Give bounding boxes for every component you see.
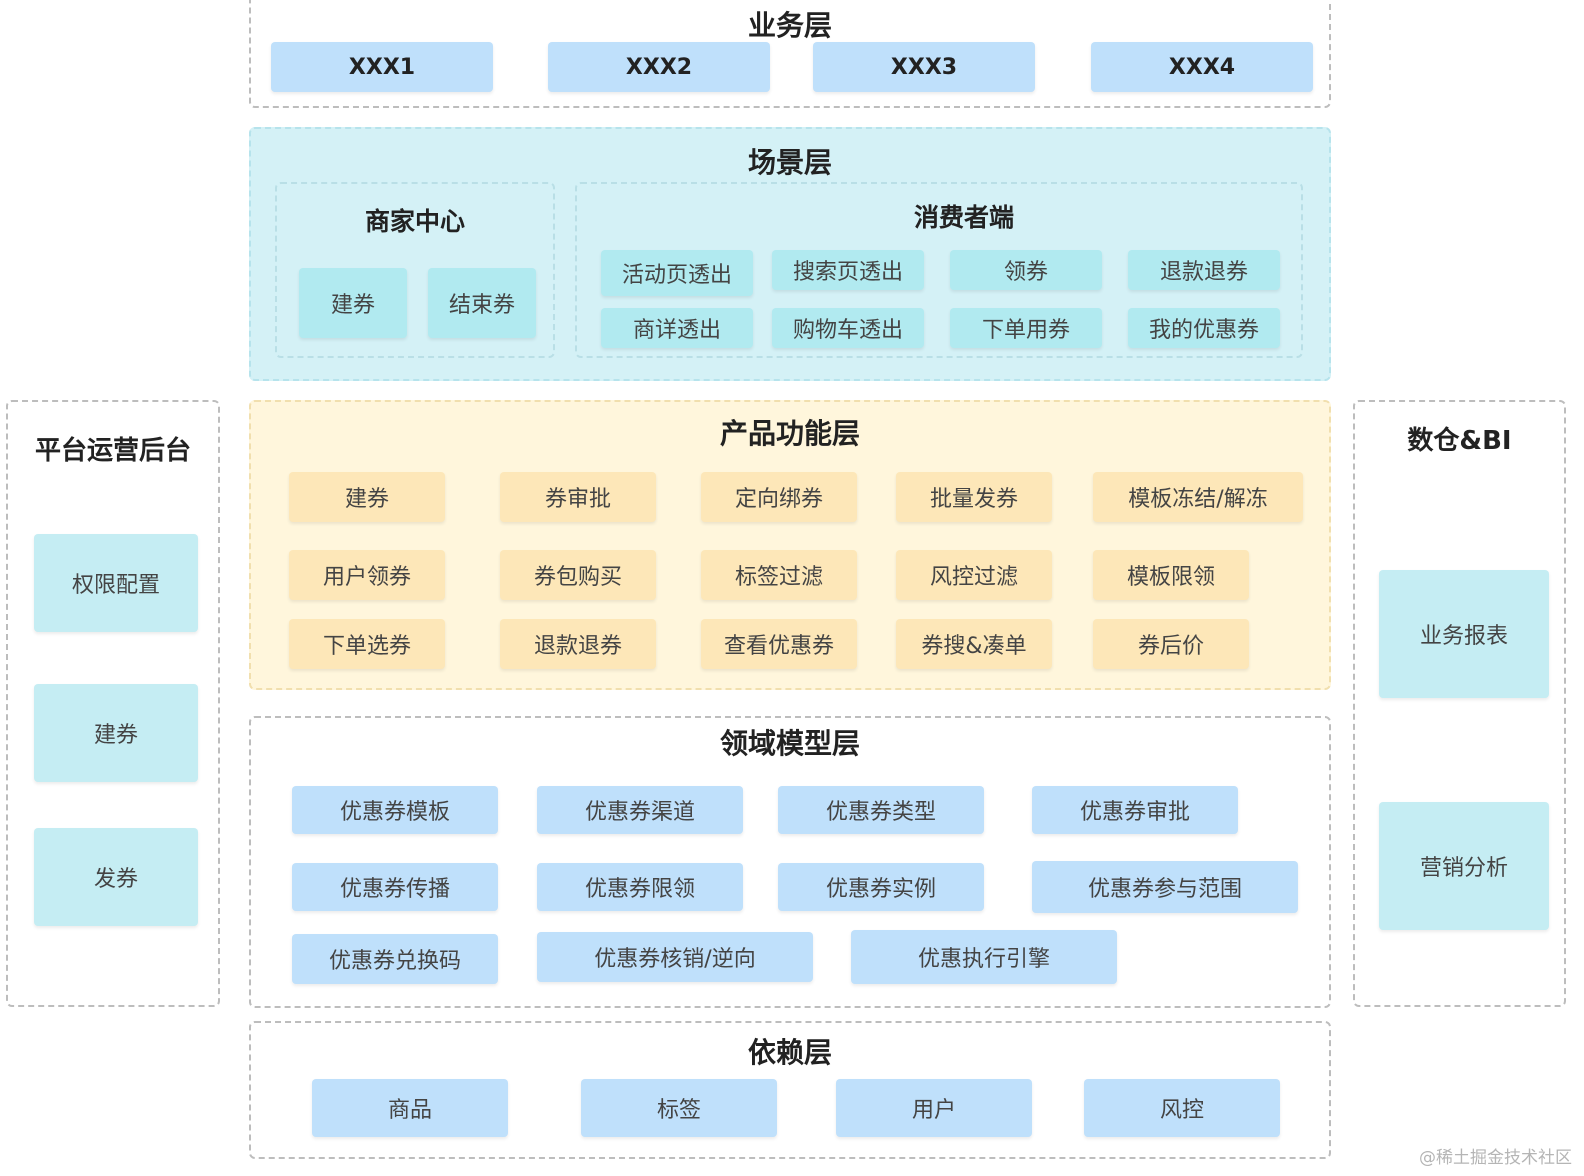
watermark: @稀土掘金技术社区 xyxy=(1419,1148,1572,1168)
consumer-item[interactable]: 下单用券 xyxy=(950,308,1102,348)
ops-item[interactable]: 权限配置 xyxy=(34,534,198,632)
ops-backend-panel: 平台运营后台 权限配置 建券 发券 xyxy=(6,400,220,1007)
consumer-item[interactable]: 我的优惠券 xyxy=(1128,308,1280,348)
business-item[interactable]: XXX4 xyxy=(1091,42,1313,92)
bi-item[interactable]: 营销分析 xyxy=(1379,802,1549,930)
merchant-item[interactable]: 建券 xyxy=(299,268,407,338)
merchant-center-group: 商家中心 建券 结束券 xyxy=(275,182,555,358)
bi-title: 数仓&BI xyxy=(1407,426,1512,456)
product-item[interactable]: 退款退券 xyxy=(500,619,656,669)
domain-layer-title: 领域模型层 xyxy=(719,727,860,760)
domain-item[interactable]: 优惠券实例 xyxy=(778,863,984,911)
product-item[interactable]: 模板冻结/解冻 xyxy=(1093,472,1303,522)
product-item[interactable]: 券后价 xyxy=(1093,619,1249,669)
dependency-item[interactable]: 用户 xyxy=(836,1079,1032,1137)
domain-item[interactable]: 优惠券参与范围 xyxy=(1032,861,1298,913)
domain-layer: 领域模型层 优惠券模板 优惠券渠道 优惠券类型 优惠券审批 优惠券传播 优惠券限… xyxy=(249,716,1331,1008)
dependency-item[interactable]: 商品 xyxy=(312,1079,508,1137)
consumer-item[interactable]: 活动页透出 xyxy=(601,250,753,296)
dependency-layer-title: 依赖层 xyxy=(747,1036,832,1069)
bi-panel: 数仓&BI 业务报表 营销分析 xyxy=(1353,400,1566,1007)
product-item[interactable]: 用户领券 xyxy=(289,550,445,600)
dependency-item[interactable]: 风控 xyxy=(1084,1079,1280,1137)
merchant-center-title: 商家中心 xyxy=(364,207,465,236)
product-item[interactable]: 模板限领 xyxy=(1093,550,1249,600)
domain-item[interactable]: 优惠券模板 xyxy=(292,786,498,834)
business-item[interactable]: XXX3 xyxy=(813,42,1035,92)
dependency-item[interactable]: 标签 xyxy=(581,1079,777,1137)
product-item[interactable]: 批量发券 xyxy=(896,472,1052,522)
product-item[interactable]: 下单选券 xyxy=(289,619,445,669)
product-item[interactable]: 建券 xyxy=(289,472,445,522)
product-item[interactable]: 券搜&凑单 xyxy=(896,619,1052,669)
product-item[interactable]: 标签过滤 xyxy=(701,550,857,600)
domain-item[interactable]: 优惠券类型 xyxy=(778,786,984,834)
product-item[interactable]: 定向绑券 xyxy=(701,472,857,522)
product-item[interactable]: 查看优惠券 xyxy=(701,619,857,669)
business-item[interactable]: XXX2 xyxy=(548,42,770,92)
scene-layer: 场景层 商家中心 建券 结束券 消费者端 活动页透出 搜索页透出 领券 退款退券… xyxy=(249,127,1331,381)
product-item[interactable]: 券审批 xyxy=(500,472,656,522)
product-layer-title: 产品功能层 xyxy=(719,417,860,450)
business-layer: 业务层 XXX1 XXX2 XXX3 XXX4 xyxy=(249,0,1331,108)
domain-item[interactable]: 优惠执行引擎 xyxy=(851,930,1117,984)
merchant-item[interactable]: 结束券 xyxy=(428,268,536,338)
consumer-item[interactable]: 购物车透出 xyxy=(772,308,924,348)
domain-item[interactable]: 优惠券审批 xyxy=(1032,786,1238,834)
consumer-item[interactable]: 领券 xyxy=(950,250,1102,290)
domain-item[interactable]: 优惠券渠道 xyxy=(537,786,743,834)
domain-item[interactable]: 优惠券传播 xyxy=(292,863,498,911)
ops-backend-title: 平台运营后台 xyxy=(34,436,191,466)
domain-item[interactable]: 优惠券核销/逆向 xyxy=(537,932,813,982)
ops-item[interactable]: 建券 xyxy=(34,684,198,782)
ops-item[interactable]: 发券 xyxy=(34,828,198,926)
consumer-item[interactable]: 商详透出 xyxy=(601,308,753,348)
product-item[interactable]: 风控过滤 xyxy=(896,550,1052,600)
consumer-item[interactable]: 搜索页透出 xyxy=(772,250,924,290)
product-layer: 产品功能层 建券 券审批 定向绑券 批量发券 模板冻结/解冻 用户领券 券包购买… xyxy=(249,400,1331,690)
consumer-group: 消费者端 活动页透出 搜索页透出 领券 退款退券 商详透出 购物车透出 下单用券… xyxy=(575,182,1303,358)
consumer-title: 消费者端 xyxy=(913,203,1014,232)
consumer-item[interactable]: 退款退券 xyxy=(1128,250,1280,290)
business-layer-title: 业务层 xyxy=(747,9,832,42)
domain-item[interactable]: 优惠券兑换码 xyxy=(292,934,498,984)
dependency-layer: 依赖层 商品 标签 用户 风控 xyxy=(249,1021,1331,1159)
business-item[interactable]: XXX1 xyxy=(271,42,493,92)
product-item[interactable]: 券包购买 xyxy=(500,550,656,600)
bi-item[interactable]: 业务报表 xyxy=(1379,570,1549,698)
domain-item[interactable]: 优惠券限领 xyxy=(537,863,743,911)
scene-layer-title: 场景层 xyxy=(747,146,832,179)
